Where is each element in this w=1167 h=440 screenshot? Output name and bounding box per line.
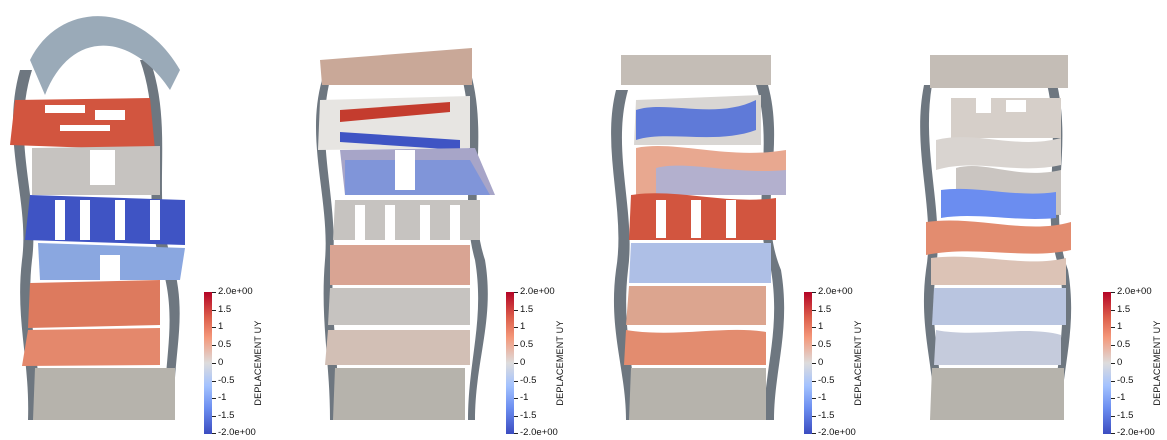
tick-label: -2.0e+00 (218, 427, 256, 438)
tick-label: 1 (818, 321, 824, 332)
tick-label: 2.0e+00 (520, 286, 555, 297)
tick-label: -2.0e+00 (1117, 427, 1155, 438)
tick-label: 2.0e+00 (1117, 286, 1152, 297)
tick-label: 2.0e+00 (818, 286, 853, 297)
colorbar-gradient (506, 292, 514, 434)
tick-label: -2.0e+00 (520, 427, 558, 438)
tick-label: -2.0e+00 (818, 427, 856, 438)
colorbar-title: DEPLACEMENT UY (555, 320, 565, 406)
tick-label: 0.5 (218, 339, 232, 350)
tick-label: -0.5 (218, 375, 235, 386)
tick-label: -0.5 (520, 375, 537, 386)
tick-label: 1 (218, 321, 224, 332)
panel-mode-4: 2.0e+00 1.5 1 0.5 0 -0.5 -1 -1.5 -2.0e+0… (896, 0, 1167, 440)
tick-label: -1.5 (1117, 410, 1134, 421)
tick-label: 1 (1117, 321, 1123, 332)
colorbar: 2.0e+00 1.5 1 0.5 0 -0.5 -1 -1.5 -2.0e+0… (204, 287, 279, 440)
deformed-building-2 (315, 48, 495, 420)
deformed-building-4 (920, 55, 1072, 420)
colorbar: 2.0e+00 1.5 1 0.5 0 -0.5 -1 -1.5 -2.0e+0… (804, 287, 879, 440)
tick-label: -0.5 (818, 375, 835, 386)
tick-label: -1 (520, 392, 529, 403)
tick-label: -1 (818, 392, 827, 403)
tick-label: 0.5 (520, 339, 534, 350)
panel-mode-3: 2.0e+00 1.5 1 0.5 0 -0.5 -1 -1.5 -2.0e+0… (596, 0, 888, 440)
tick-label: 0 (1117, 357, 1123, 368)
tick-label: 0.5 (1117, 339, 1131, 350)
tick-label: 0 (520, 357, 526, 368)
tick-label: 1 (520, 321, 526, 332)
tick-label: 2.0e+00 (218, 286, 253, 297)
tick-label: -1 (1117, 392, 1126, 403)
tick-label: 0 (818, 357, 824, 368)
colorbar-gradient (1103, 292, 1111, 434)
tick-label: -1.5 (520, 410, 537, 421)
tick-label: 1.5 (218, 304, 232, 315)
colorbar-title: DEPLACEMENT UY (853, 320, 863, 406)
tick-label: 0.5 (818, 339, 832, 350)
colorbar-gradient (804, 292, 812, 434)
deformed-building-3 (611, 55, 786, 420)
tick-label: -1.5 (818, 410, 835, 421)
deformed-building-1 (10, 16, 185, 420)
tick-label: 1.5 (818, 304, 832, 315)
tick-label: -0.5 (1117, 375, 1134, 386)
tick-label: 1.5 (520, 304, 534, 315)
tick-label: 1.5 (1117, 304, 1131, 315)
colorbar-gradient (204, 292, 212, 434)
tick-label: 0 (218, 357, 224, 368)
tick-label: -1 (218, 392, 227, 403)
colorbar-title: DEPLACEMENT UY (253, 320, 263, 406)
panel-mode-2: 2.0e+00 1.5 1 0.5 0 -0.5 -1 -1.5 -2.0e+0… (300, 0, 592, 440)
colorbar: 2.0e+00 1.5 1 0.5 0 -0.5 -1 -1.5 -2.0e+0… (1103, 287, 1167, 440)
panel-mode-1: 2.0e+00 1.5 1 0.5 0 -0.5 -1 -1.5 -2.0e+0… (0, 0, 292, 440)
colorbar: 2.0e+00 1.5 1 0.5 0 -0.5 -1 -1.5 -2.0e+0… (506, 287, 581, 440)
colorbar-title: DEPLACEMENT UY (1152, 320, 1162, 406)
tick-label: -1.5 (218, 410, 235, 421)
